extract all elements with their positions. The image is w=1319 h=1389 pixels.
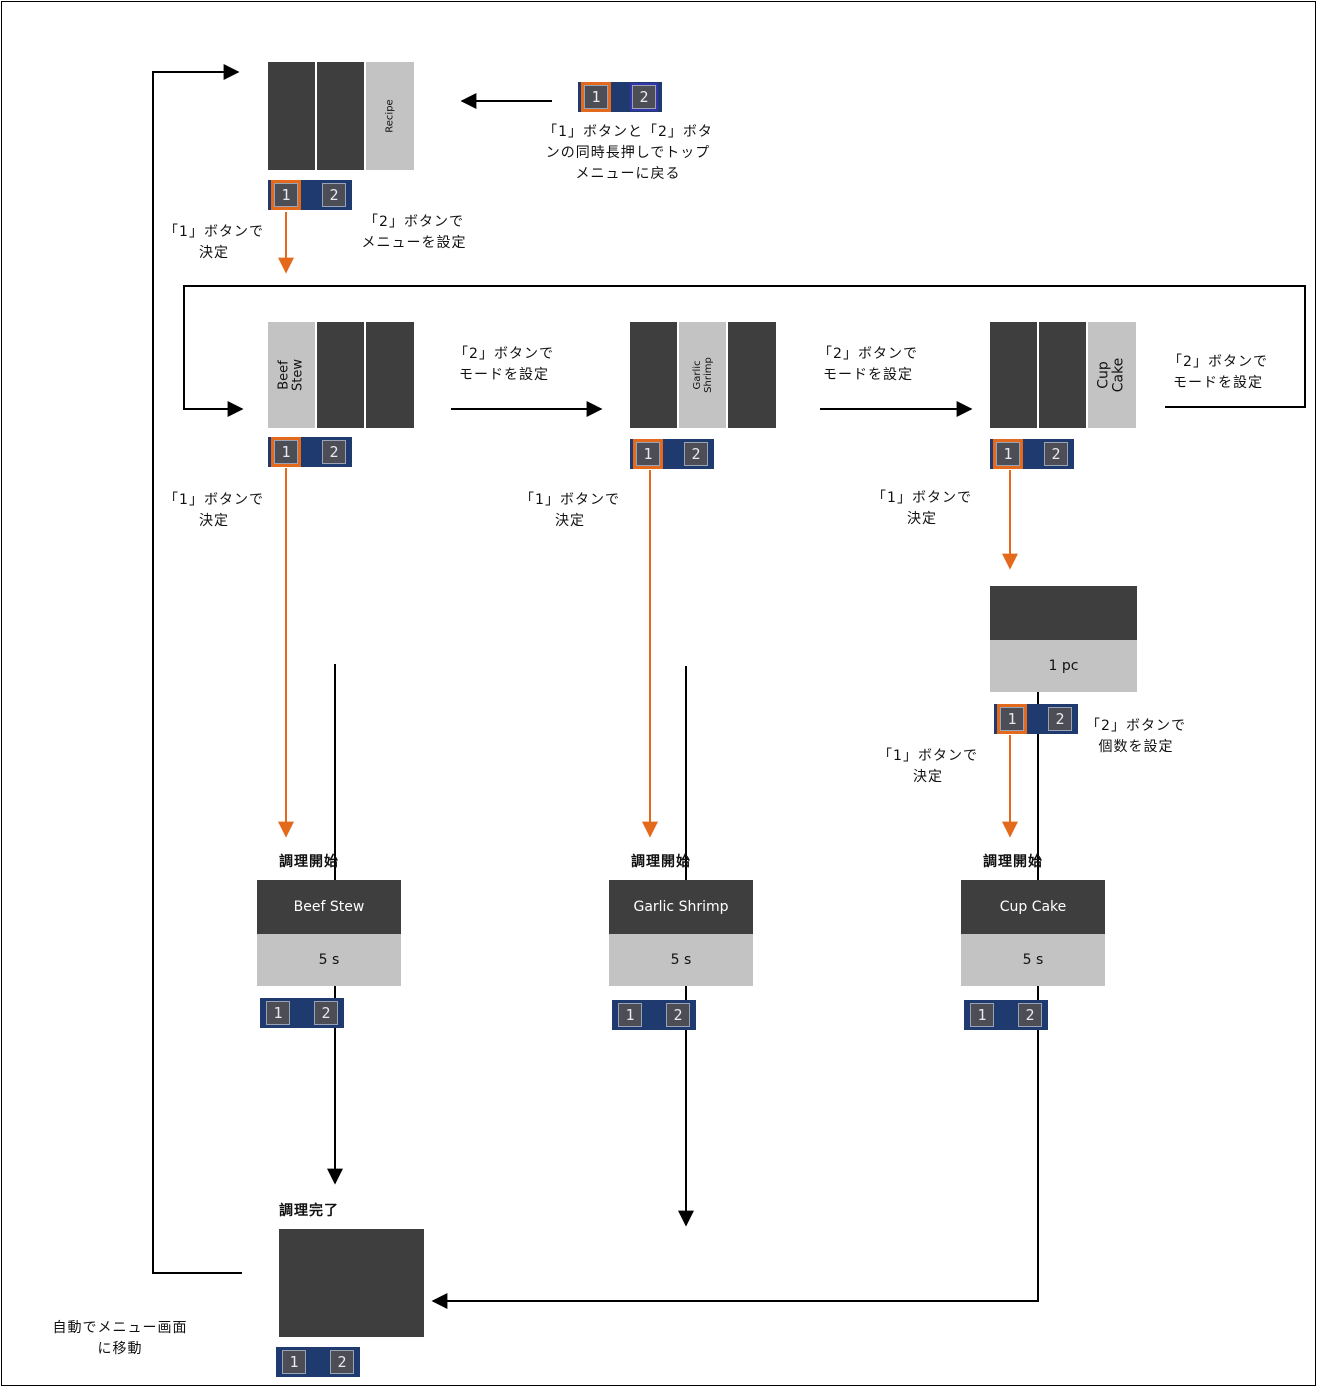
- button-bar-mode-1: 1 2: [268, 437, 352, 467]
- button-bar-mode-3: 1 2: [990, 439, 1074, 469]
- cooking-time: 5 s: [961, 934, 1105, 986]
- note-auto-return: 自動でメニュー画面 に移動: [52, 1320, 188, 1357]
- button-bar-cook-3: 1 2: [964, 1000, 1048, 1030]
- button-2[interactable]: 2: [1048, 707, 1072, 731]
- count-value: 1 pc: [990, 640, 1137, 692]
- mode-slot-active: Garlic Shrimp: [679, 322, 728, 428]
- cooking-time: 5 s: [609, 934, 753, 986]
- button-2[interactable]: 2: [666, 1003, 690, 1027]
- button-bar-cook-2: 1 2: [612, 1000, 696, 1030]
- arrow-finish-3: [431, 666, 1039, 1309]
- button-bar-top: 1 2: [268, 180, 352, 210]
- menu-slot-recipe: Recipe: [366, 62, 414, 170]
- button-bar-count: 1 2: [994, 704, 1078, 734]
- note-top-decide: 「1」ボタンで 決定: [164, 224, 264, 261]
- button-1[interactable]: 1: [970, 1003, 994, 1027]
- mode-label: Beef Stew: [276, 359, 306, 391]
- note-decide-1: 「1」ボタンで 決定: [164, 492, 264, 529]
- count-screen-top: [990, 586, 1137, 640]
- button-2[interactable]: 2: [330, 1350, 354, 1374]
- cooking-name: Beef Stew: [257, 880, 401, 934]
- mode-panel-cup-cake: Cup Cake: [990, 322, 1136, 428]
- arrow-mode-loop: [183, 285, 1306, 417]
- cooking-time: 5 s: [257, 934, 401, 986]
- mode-slot: [990, 322, 1039, 428]
- button-2[interactable]: 2: [1018, 1003, 1042, 1027]
- note-decide-2: 「1」ボタンで 決定: [520, 492, 620, 529]
- button-1[interactable]: 1: [633, 439, 663, 469]
- button-bar-long-press: 1 2: [578, 82, 662, 112]
- cooking-screen-3: Cup Cake 5 s: [961, 880, 1105, 986]
- cooking-start-title-1: 調理開始: [279, 854, 339, 870]
- menu-slot-1: [268, 62, 317, 170]
- note-mode-1-to-2: 「2」ボタンで モードを設定: [454, 346, 554, 383]
- top-menu-panel: Recipe: [268, 62, 414, 170]
- button-1[interactable]: 1: [618, 1003, 642, 1027]
- cooking-done-title: 調理完了: [279, 1203, 339, 1219]
- button-2[interactable]: 2: [1044, 442, 1068, 466]
- button-1[interactable]: 1: [581, 82, 611, 112]
- button-2[interactable]: 2: [322, 183, 346, 207]
- cooking-screen-2: Garlic Shrimp 5 s: [609, 880, 753, 986]
- button-2[interactable]: 2: [630, 83, 658, 111]
- button-1[interactable]: 1: [997, 704, 1027, 734]
- arrow-auto-return: [152, 64, 242, 1274]
- button-1[interactable]: 1: [993, 439, 1023, 469]
- note-top-menu: 「2」ボタンで メニューを設定: [361, 214, 467, 251]
- mode-slot: [630, 322, 679, 428]
- button-1[interactable]: 1: [282, 1350, 306, 1374]
- button-bar-done: 1 2: [276, 1347, 360, 1377]
- button-bar-mode-2: 1 2: [630, 439, 714, 469]
- button-1[interactable]: 1: [266, 1001, 290, 1025]
- mode-label: Garlic Shrimp: [691, 357, 714, 393]
- button-2[interactable]: 2: [314, 1001, 338, 1025]
- cooking-start-title-3: 調理開始: [983, 854, 1043, 870]
- mode-slot-active: Cup Cake: [1088, 322, 1136, 428]
- button-1[interactable]: 1: [271, 180, 301, 210]
- button-bar-cook-1: 1 2: [260, 998, 344, 1028]
- mode-slot: [1039, 322, 1088, 428]
- note-count-set: 「2」ボタンで 個数を設定: [1086, 718, 1186, 755]
- mode-label: Cup Cake: [1095, 357, 1127, 393]
- note-decide-3: 「1」ボタンで 決定: [872, 490, 972, 527]
- cooking-name: Garlic Shrimp: [609, 880, 753, 934]
- recipe-label: Recipe: [384, 99, 396, 133]
- mode-panel-garlic-shrimp: Garlic Shrimp: [630, 322, 776, 428]
- note-mode-3-loop: 「2」ボタンで モードを設定: [1168, 354, 1268, 391]
- mode-slot: [728, 322, 776, 428]
- cooking-name: Cup Cake: [961, 880, 1105, 934]
- mode-panel-beef-stew: Beef Stew: [268, 322, 414, 428]
- button-2[interactable]: 2: [684, 442, 708, 466]
- count-screen: 1 pc: [990, 586, 1137, 692]
- cooking-start-title-2: 調理開始: [631, 854, 691, 870]
- menu-slot-2: [317, 62, 366, 170]
- cooking-screen-1: Beef Stew 5 s: [257, 880, 401, 986]
- mode-slot: [366, 322, 414, 428]
- done-screen: [279, 1229, 424, 1337]
- button-2[interactable]: 2: [322, 440, 346, 464]
- button-1[interactable]: 1: [271, 437, 301, 467]
- note-count-decide: 「1」ボタンで 決定: [878, 748, 978, 785]
- mode-slot: [317, 322, 366, 428]
- note-mode-2-to-3: 「2」ボタンで モードを設定: [818, 346, 918, 383]
- mode-slot-active: Beef Stew: [268, 322, 317, 428]
- note-long-press: 「1」ボタンと「2」ボタ ンの同時長押しでトップ メニューに戻る: [543, 124, 713, 182]
